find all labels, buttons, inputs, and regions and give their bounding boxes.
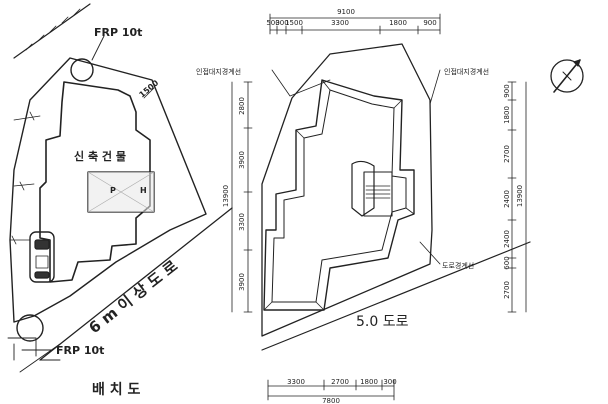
left-site-plan	[7, 3, 233, 373]
right-dim-2: 2700	[503, 145, 511, 163]
top-dim-1: 300	[275, 19, 288, 27]
top-dim-4: 1800	[389, 19, 407, 27]
road-line-right	[261, 241, 531, 351]
right-site-plan	[231, 13, 531, 401]
right-dim-3: 2400	[503, 190, 511, 208]
bottom-dim-total: 7800	[322, 397, 340, 404]
right-dim-5: 600	[503, 256, 511, 269]
top-dim-total: 9100	[337, 8, 355, 16]
stair-mark-h: H	[140, 186, 147, 195]
building-outline-inner	[271, 89, 407, 303]
right-dim-0: 900	[503, 84, 511, 97]
drawing-caption: 배 치 도	[92, 382, 141, 398]
road-edge-left	[39, 207, 233, 361]
bottom-dim-0: 3300	[287, 378, 305, 386]
road-label-left: 6 m 이 상 도 로	[85, 257, 181, 337]
left-dim-0: 2800	[238, 97, 246, 115]
adjacent-boundary-label-left: 인접대지경계선	[196, 67, 241, 76]
north-arrow-icon	[550, 59, 584, 93]
site-boundary	[9, 57, 207, 323]
right-dim-1: 1800	[503, 106, 511, 124]
right-dim-total: 13900	[516, 185, 524, 207]
bottom-dim-3: 300	[383, 378, 396, 386]
left-dim-total: 13900	[222, 185, 230, 207]
top-dim-0: 500	[266, 19, 279, 27]
frp-label-top: FRP 10t	[94, 26, 142, 39]
road-boundary-label: 도로경계선	[442, 261, 474, 270]
building-label: 신 축 건 물	[74, 149, 126, 163]
road-width-label: 5.0 도로	[356, 314, 409, 330]
slope-dim-label: 1500	[138, 78, 161, 99]
new-building-outline	[39, 81, 151, 283]
frp-tank-top	[70, 58, 94, 82]
stair-mark-p: P	[110, 186, 116, 195]
stair-core-right	[351, 160, 393, 217]
adjacent-boundary-label-right: 인접대지경계선	[444, 67, 489, 76]
bottom-dim-1: 2700	[331, 378, 349, 386]
top-dim-5: 900	[423, 19, 436, 27]
bottom-dim-2: 1800	[360, 378, 378, 386]
left-dim-2: 3300	[238, 213, 246, 231]
adjacent-boundary-top-left	[13, 3, 91, 59]
frp-label-bottom: FRP 10t	[56, 344, 104, 357]
frp-tank-bottom	[16, 314, 44, 342]
right-dim-4: 2400	[503, 230, 511, 248]
car-icon	[29, 231, 55, 283]
left-dim-1: 3900	[238, 151, 246, 169]
right-dim-6: 2700	[503, 281, 511, 299]
left-dim-3: 3900	[238, 273, 246, 291]
top-dim-2: 1500	[285, 19, 303, 27]
top-dim-3: 3300	[331, 19, 349, 27]
building-outline-outer	[263, 79, 415, 311]
site-boundary-right	[261, 43, 433, 337]
